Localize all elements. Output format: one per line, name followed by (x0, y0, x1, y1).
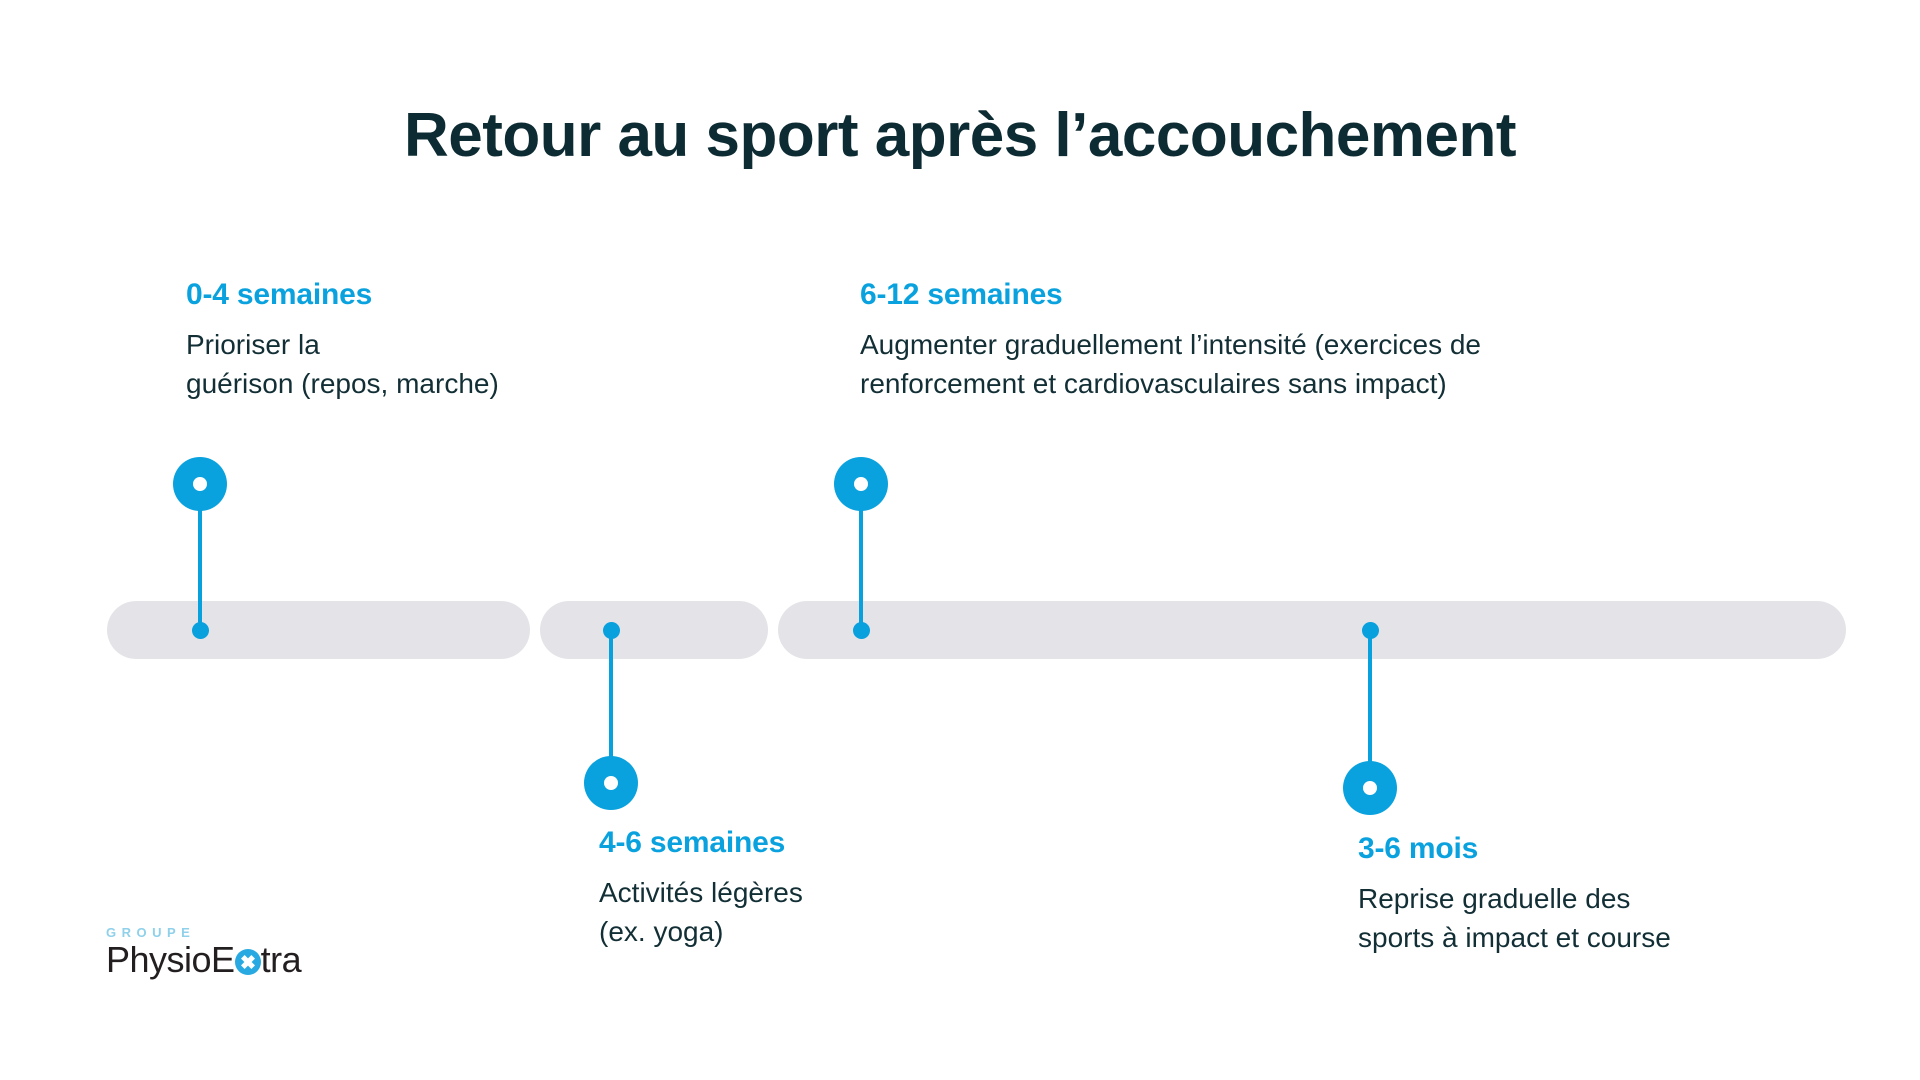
milestone-hub-dot (1361, 621, 1379, 639)
milestone-label-0-4-semaines: 0-4 semaines Prioriser la guérison (repo… (186, 278, 499, 403)
milestone-label-3-6-mois: 3-6 mois Reprise graduelle des sports à … (1358, 832, 1671, 957)
milestone-heading: 0-4 semaines (186, 278, 373, 311)
milestone-description: Activités légères (ex. yoga) (599, 877, 803, 948)
milestone-hub-dot (191, 621, 209, 639)
logo-word-part-2: tra (260, 939, 302, 980)
milestone-stem (609, 630, 613, 783)
page-title: Retour au sport après l’accouchement (403, 101, 1517, 170)
logo-x-mark-icon (234, 949, 261, 975)
milestone-ring-icon (173, 457, 227, 511)
milestone-ring-icon (834, 457, 888, 511)
timeline-segment-1 (107, 601, 530, 659)
milestone-description: Prioriser la guérison (repos, marche) (186, 329, 499, 400)
milestone-stem (859, 484, 863, 630)
milestone-heading: 6-12 semaines (860, 278, 1063, 311)
milestone-label-4-6-semaines: 4-6 semaines Activités légères (ex. yoga… (599, 826, 803, 951)
milestone-ring-icon (1343, 761, 1397, 815)
milestone-heading: 4-6 semaines (599, 826, 786, 859)
milestone-description: Augmenter graduellement l’intensité (exe… (860, 329, 1481, 400)
logo-word-part-1: PhysioE (106, 939, 235, 980)
logo-kicker: GROUPE (106, 925, 196, 940)
physioextra-logo: GROUPE PhysioE tra (106, 925, 366, 978)
milestone-stem (1368, 630, 1372, 788)
milestone-hub-dot (602, 621, 620, 639)
milestone-description: Reprise graduelle des sports à impact et… (1358, 883, 1671, 954)
milestone-heading: 3-6 mois (1358, 832, 1479, 865)
milestone-stem (198, 484, 202, 630)
milestone-label-6-12-semaines: 6-12 semaines Augmenter graduellement l’… (860, 278, 1481, 403)
milestone-hub-dot (852, 621, 870, 639)
timeline-track (0, 601, 1920, 659)
logo-wordmark: PhysioE tra (106, 942, 366, 978)
timeline-segment-3 (778, 601, 1846, 659)
timeline-segment-2 (540, 601, 768, 659)
milestone-ring-icon (584, 756, 638, 810)
